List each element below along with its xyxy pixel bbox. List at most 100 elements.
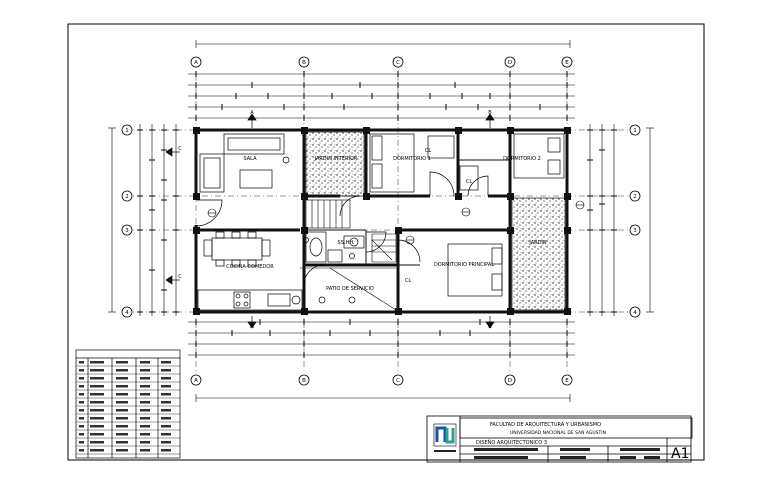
axis-row-1-left-label: 1 [125, 128, 129, 134]
right-dimension-lines [589, 124, 654, 316]
axis-col-a-bottom-label: A [194, 378, 198, 384]
title-block-frame [426, 415, 693, 463]
table-cell [140, 409, 150, 412]
table-cell [90, 393, 104, 396]
table-cell [116, 393, 128, 396]
room-label-master-bedroom: DORMITORIO PRINCIPAL [434, 262, 494, 268]
opening-schedule-table [75, 349, 181, 459]
table-cell [90, 409, 104, 412]
axis-col-d-bottom-label: D [508, 378, 512, 384]
table-cell [116, 361, 128, 364]
axis-row-3-left-label: 3 [125, 228, 129, 234]
axis-col-e-top-bubble [561, 56, 573, 68]
axis-col-c-top-bubble [392, 56, 404, 68]
title-block-text: FACULTAD DE ARQUITECTURA Y URBANISMO UNI… [476, 422, 689, 462]
sheet-number: A1 [671, 446, 689, 462]
table-cell [116, 385, 128, 388]
axis-row-3-right-label: 3 [633, 228, 637, 234]
room-label-bathroom: SS.HH. [338, 240, 355, 246]
table-cell [161, 377, 171, 380]
opening-schedule-rows [76, 361, 180, 455]
section-label-a-bottom: A [250, 324, 254, 330]
table-cell [116, 425, 128, 428]
axis-col-d-top-label: D [508, 60, 512, 66]
table-cell [90, 401, 104, 404]
table-cell-id [79, 393, 84, 396]
room-label-bedroom-2: DORMITORIO 2 [503, 156, 541, 162]
section-label-c-bottom: C [178, 274, 182, 280]
table-cell [140, 393, 150, 396]
axis-row-2-right-label: 2 [633, 194, 637, 200]
axis-col-e-bottom-bubble [561, 374, 573, 386]
title-university: UNIVERSIDAD NACIONAL DE SAN AGUSTIN [510, 430, 606, 436]
section-arrows [165, 113, 495, 329]
table-cell-id [79, 385, 84, 388]
table-cell [140, 449, 150, 452]
table-cell-id [79, 369, 84, 372]
table-cell [90, 369, 104, 372]
table-cell-id [79, 377, 84, 380]
table-cell [116, 449, 128, 452]
table-cell-id [79, 433, 84, 436]
axis-col-c-top-label: C [396, 60, 400, 66]
table-cell [116, 441, 128, 444]
axis-row-2-left-label: 2 [125, 194, 129, 200]
axis-row-1-left-bubble [121, 124, 133, 136]
room-label-garden: JARDIN [528, 240, 547, 246]
level-markers [207, 200, 585, 245]
axis-col-a-bottom-bubble [190, 374, 202, 386]
bedroom-furniture [369, 133, 565, 297]
table-cell [161, 369, 171, 372]
table-cell [161, 361, 171, 364]
section-label-c-top: C [178, 146, 182, 152]
bathroom-fixtures [303, 231, 365, 304]
living-room-furniture [199, 133, 290, 193]
table-cell [90, 417, 104, 420]
section-label-b-top: B [488, 110, 492, 116]
doors [195, 171, 489, 286]
university-logo [433, 423, 457, 452]
bottom-dimension-lines [188, 321, 575, 402]
closet-label-1: CL [425, 148, 431, 154]
axis-row-1-right-label: 1 [633, 128, 637, 134]
room-label-service-patio: PATIO DE SERVICIO [326, 286, 374, 292]
table-cell [90, 361, 104, 364]
table-cell [90, 385, 104, 388]
table-cell [90, 433, 104, 436]
walls [194, 128, 569, 314]
axis-col-d-bottom-bubble [504, 374, 516, 386]
axis-col-a-top-label: A [194, 60, 198, 66]
table-cell-id [79, 425, 84, 428]
table-cell [116, 409, 128, 412]
table-cell [161, 433, 171, 436]
table-cell [140, 369, 150, 372]
table-cell [116, 433, 128, 436]
table-cell [161, 425, 171, 428]
table-cell [161, 441, 171, 444]
room-label-sala: SALA [243, 156, 257, 162]
axis-row-2-right-bubble [629, 190, 641, 202]
garden-fill [511, 197, 566, 311]
axis-row-4-left-bubble [121, 306, 133, 318]
table-cell-id [79, 361, 84, 364]
table-cell [90, 441, 104, 444]
thin-walls [306, 159, 510, 266]
table-cell [140, 385, 150, 388]
section-mark-labels: A A B B C C [178, 110, 492, 330]
table-cell-id [79, 409, 84, 412]
interior-garden-fill [305, 131, 365, 197]
table-cell [140, 377, 150, 380]
title-faculty: FACULTAD DE ARQUITECTURA Y URBANISMO [490, 422, 601, 428]
left-dimension-lines [108, 124, 177, 316]
title-block-fields [474, 448, 660, 459]
room-label-bedroom-1: DORMITORIO 1 [393, 156, 431, 162]
table-cell [140, 361, 150, 364]
table-cell [140, 441, 150, 444]
top-dimension-lines [188, 40, 575, 119]
table-cell [161, 401, 171, 404]
axis-col-c-bottom-bubble [392, 374, 404, 386]
table-cell [116, 417, 128, 420]
